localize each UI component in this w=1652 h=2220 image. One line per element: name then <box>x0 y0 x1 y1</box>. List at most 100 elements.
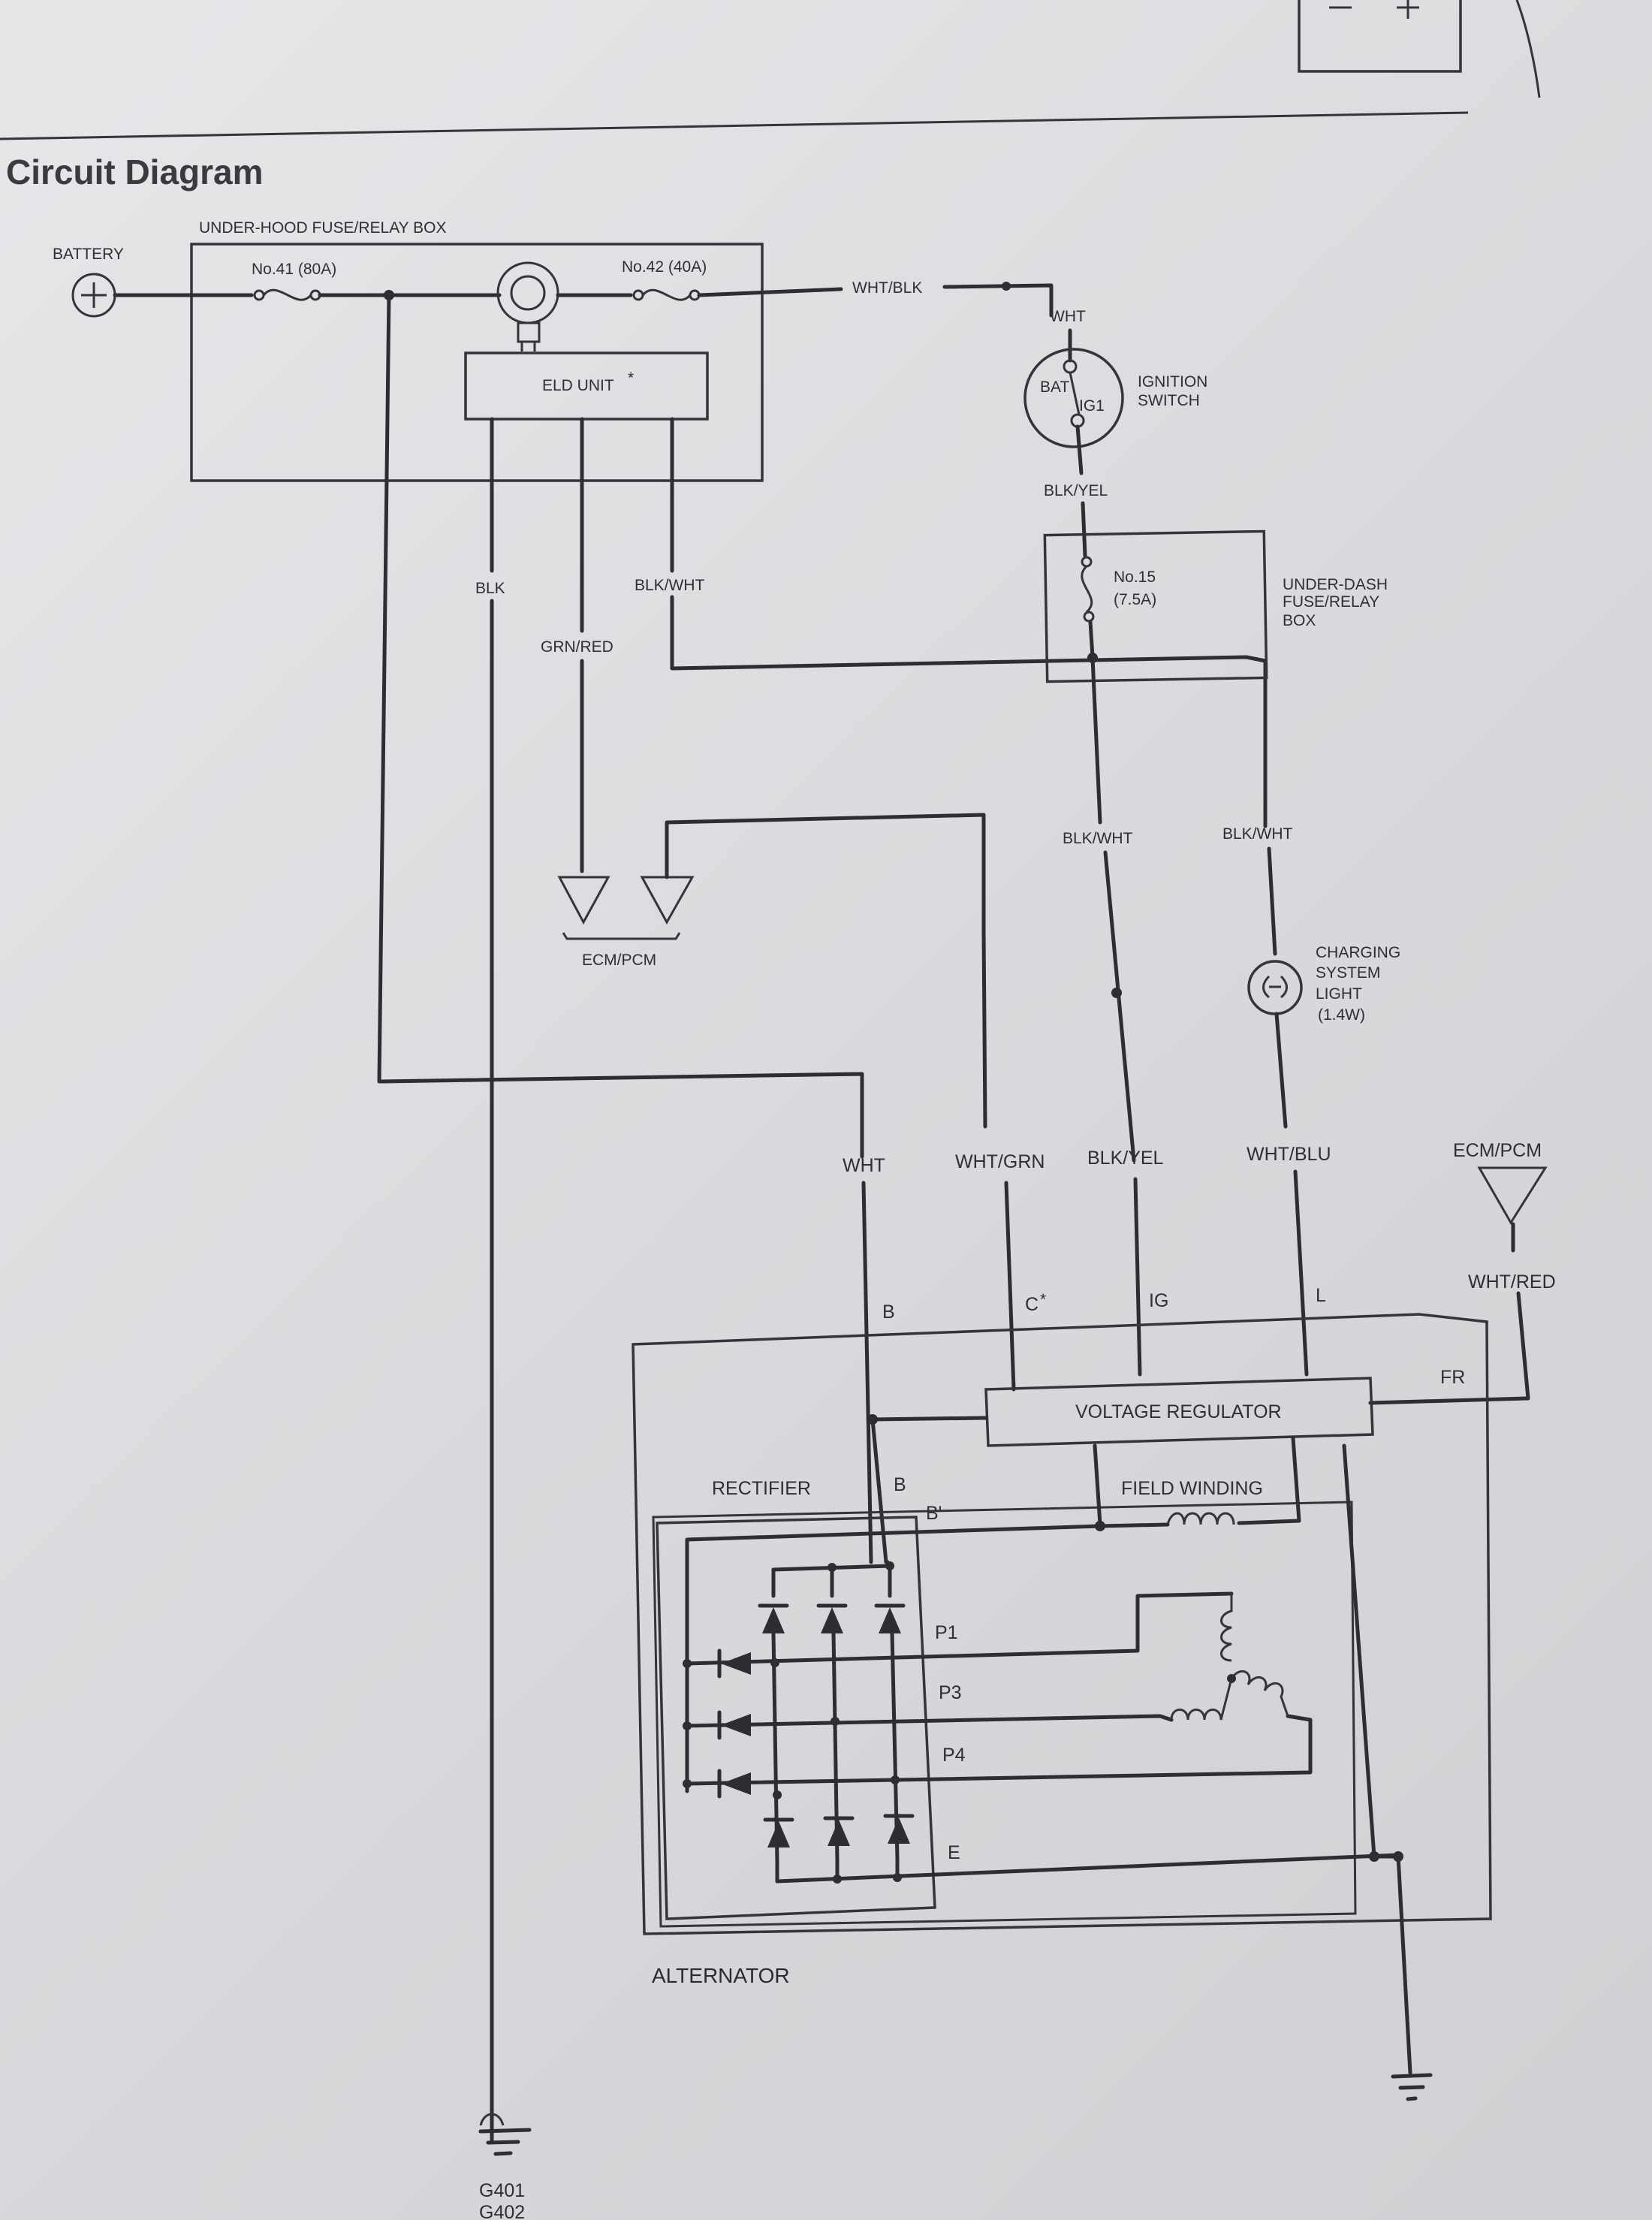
battery-plus-circle-icon <box>71 273 116 318</box>
alternator-ground-wire <box>1396 1854 1412 2075</box>
term-b-label: B <box>882 1302 895 1323</box>
rect-col-3 <box>890 1631 900 1861</box>
wht-b-wire <box>861 1181 873 1564</box>
junction-dot <box>683 1659 692 1668</box>
blk-wht-right-wire <box>1267 846 1277 956</box>
alternator-label: ALTERNATOR <box>652 1964 790 1987</box>
underdash-label-3: BOX <box>1283 612 1316 629</box>
diode-icon <box>823 1816 855 1846</box>
field-wire-c <box>1098 1522 1170 1528</box>
eld-unit <box>464 351 709 421</box>
junction-dot <box>891 1775 900 1784</box>
fuse15-label-2: (7.5A) <box>1114 591 1156 608</box>
charging-lamp-icon <box>1247 960 1303 1015</box>
reg-ground-wire <box>1342 1443 1400 1859</box>
wht-grn-wire-top <box>665 813 986 934</box>
battery-label: BATTERY <box>53 246 124 263</box>
phase-p1-wire <box>685 1591 1234 1666</box>
ecm-pcm-left-label: ECM/PCM <box>582 952 656 969</box>
wht-red-label: WHT/RED <box>1468 1271 1556 1292</box>
term-ig-label: IG <box>1149 1290 1168 1311</box>
blk-wht-mid-label: BLK/WHT <box>1063 830 1133 847</box>
ecm-pcm-right-label: ECM/PCM <box>1453 1140 1542 1161</box>
rect-negative-rail <box>775 1853 1400 1884</box>
diode-icon <box>883 1814 915 1844</box>
fr-wire <box>1368 1291 1530 1405</box>
term-c-label: C <box>1025 1294 1039 1315</box>
blk-yel-lower-wire <box>1103 850 1136 1163</box>
junction-dot <box>831 1717 840 1726</box>
field-wire-b <box>1237 1436 1301 1525</box>
charging-label-2: SYSTEM <box>1316 964 1380 982</box>
term-l-label: L <box>1316 1285 1326 1306</box>
ecm-pcm-left-connector-b <box>640 876 695 925</box>
ecm-pcm-right-connector <box>1477 1166 1548 1225</box>
rectifier-label: RECTIFIER <box>712 1478 811 1499</box>
underdash-fuse-box <box>1043 529 1268 683</box>
wire-blk-yel-label: BLK/YEL <box>1087 1148 1164 1169</box>
term-fr-label: FR <box>1440 1367 1465 1388</box>
ecm-pcm-left-bracket <box>562 932 681 940</box>
ignition-contact <box>1069 372 1081 415</box>
ecm-pcm-left-connector-a <box>557 876 610 925</box>
wht-blu-wire-top <box>1274 1012 1288 1129</box>
ignition-switch <box>1023 348 1124 448</box>
fuse42-fuse-icon <box>632 288 701 301</box>
wht-blk-label: WHT/BLK <box>852 279 922 297</box>
page-edge-shadow <box>1515 0 1541 98</box>
grn-red-label: GRN/RED <box>541 638 613 656</box>
diode-icon <box>717 1648 751 1679</box>
phase-p3-wire <box>685 1714 1174 1728</box>
underdash-label-1: UNDER-DASH <box>1283 576 1388 593</box>
underhood-fuse-box <box>190 243 764 482</box>
alternator-inner-frame <box>652 1501 1357 1928</box>
underdash-label-2: FUSE/RELAY <box>1283 593 1379 611</box>
diode-icon <box>717 1769 751 1799</box>
diode-icon <box>763 1817 794 1847</box>
charging-label-4: (1.4W) <box>1318 1006 1365 1024</box>
ignition-switch-label-2: SWITCH <box>1138 392 1200 409</box>
g402-label: G402 <box>479 2202 525 2220</box>
wht-grn-wire-mid <box>981 929 987 1129</box>
wht-blk-wire-a <box>697 287 843 297</box>
blk-wht-right-label: BLK/WHT <box>1222 825 1293 843</box>
rect-col-1 <box>771 1631 779 1865</box>
term-c-asterisk: * <box>1040 1291 1046 1308</box>
p4-label: P4 <box>942 1745 966 1766</box>
wht-blk-wire-b <box>942 283 1054 318</box>
header-rule <box>0 111 1469 140</box>
p3-label: P3 <box>939 1682 962 1703</box>
b-rect-wire <box>870 1417 888 1564</box>
wire-wht-label: WHT <box>843 1155 885 1176</box>
junction-dot <box>773 1790 782 1799</box>
junction-dot <box>770 1658 779 1667</box>
fuse41-label: No.41 (80A) <box>252 261 336 278</box>
fuse15-label-1: No.15 <box>1114 569 1156 586</box>
blk-wht-left-wire <box>670 595 1268 828</box>
wht-blu-l-wire <box>1293 1169 1309 1377</box>
voltage-regulator-label: VOLTAGE REGULATOR <box>1075 1401 1282 1422</box>
eld-unit-label: ELD UNIT <box>542 377 614 394</box>
blk-label: BLK <box>475 580 505 597</box>
ignition-wht-label: WHT <box>1050 308 1086 325</box>
eld-sensor-ring-icon <box>496 261 559 351</box>
g401-label: G401 <box>479 2180 525 2201</box>
blk-wht-left-label: BLK/WHT <box>635 577 705 594</box>
fuse15-out-wire <box>1088 620 1095 659</box>
alternator-housing <box>632 1313 1492 1935</box>
underhood-box-label: UNDER-HOOD FUSE/RELAY BOX <box>199 219 446 237</box>
eld-unit-asterisk: * <box>628 369 634 387</box>
fuse15-fuse-icon <box>1081 556 1095 623</box>
rect-b-label: B <box>894 1474 906 1495</box>
blk-yel-ig-wire <box>1133 1177 1142 1377</box>
junction-dot <box>893 1873 902 1882</box>
b-prime-bus-wire <box>685 1524 1102 1793</box>
blk-yel-wire-b <box>1081 501 1087 558</box>
ignition-switch-label-1: IGNITION <box>1138 373 1207 391</box>
wire-wht-grn-label: WHT/GRN <box>955 1151 1045 1172</box>
diode-icon <box>816 1565 848 1633</box>
rect-b-prime-label: B' <box>926 1503 942 1524</box>
blk-wht-mid-wire-top <box>1090 656 1102 825</box>
